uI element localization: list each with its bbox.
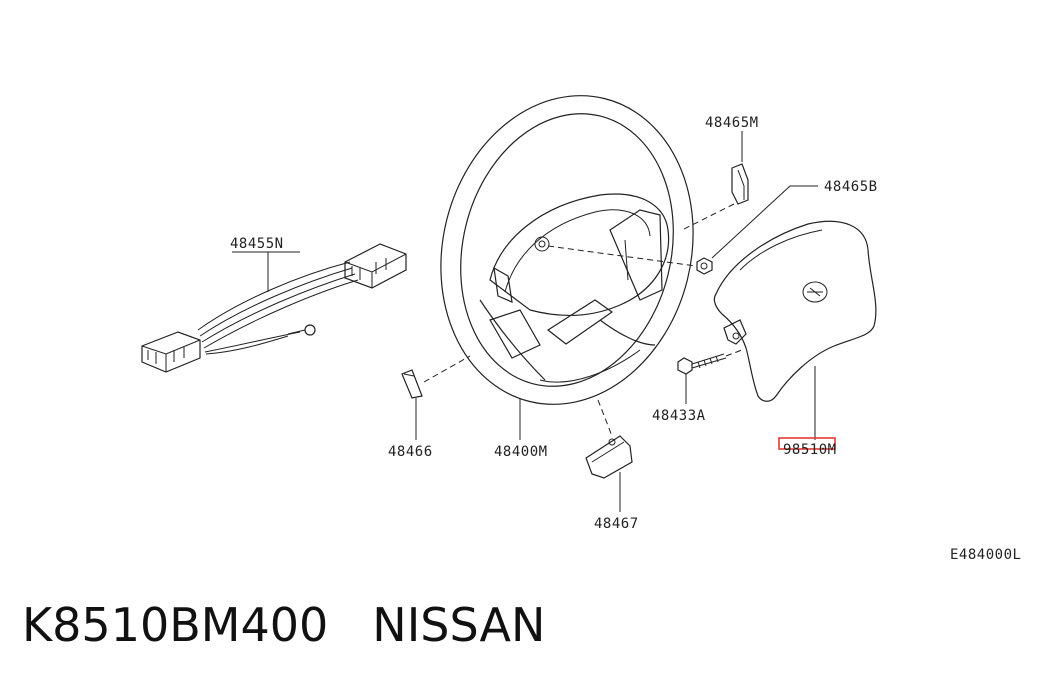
bolt-drawing [677,353,727,375]
clip-drawing [401,369,423,399]
label-48400M: 48400M [494,444,548,460]
label-48433A: 48433A [652,408,706,424]
dash-48466 [423,355,471,383]
airbag-module-drawing [713,220,877,402]
dash-48467 [597,399,613,437]
diagram-code: E484000L [950,547,1021,563]
label-48465M: 48465M [705,115,759,131]
footer-brand: NISSAN [372,598,546,652]
label-98510M: 98510M [783,442,837,458]
dash-48465M [681,203,735,231]
nut-drawing [696,257,713,275]
leader-48465B [711,185,818,259]
bracket-drawing [731,163,749,205]
dash-bolt [725,349,743,357]
label-48466: 48466 [388,444,433,460]
steering-wheel-drawing [440,95,694,405]
footer-caption: K8510BM400 NISSAN [22,598,589,652]
lower-cover-drawing [585,435,633,479]
highlight-98510M [778,437,836,450]
footer-part-number: K8510BM400 [22,598,329,652]
dash-nut [547,245,697,267]
wire-harness-drawing [141,243,407,373]
label-48467: 48467 [594,516,639,532]
label-48455N: 48455N [230,236,284,252]
label-48465B: 48465B [824,179,878,195]
